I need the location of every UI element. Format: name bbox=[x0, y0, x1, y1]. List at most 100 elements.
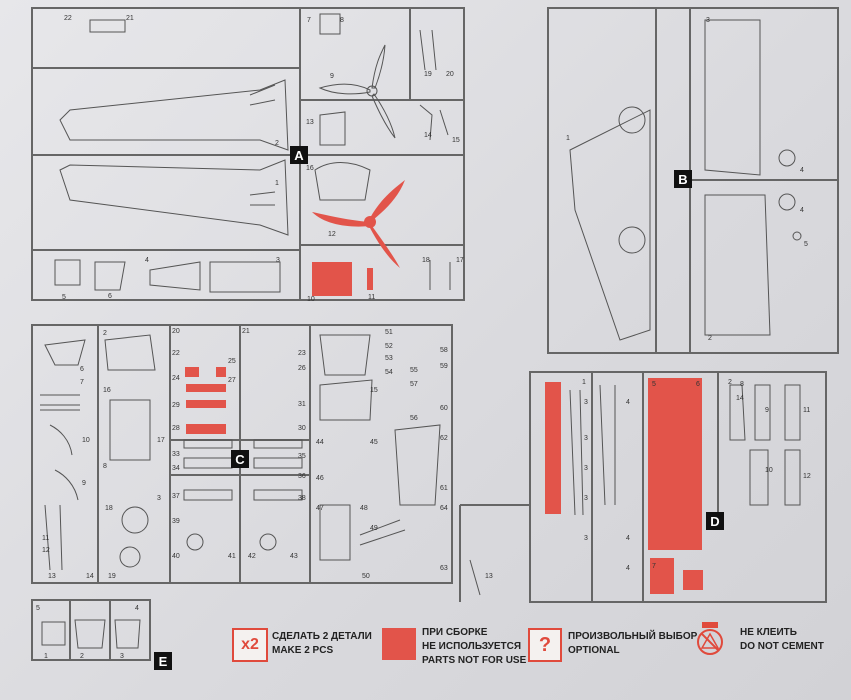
part-number: 45 bbox=[370, 439, 378, 446]
part-number: 13 bbox=[485, 573, 493, 580]
part-number: 40 bbox=[172, 553, 180, 560]
part-number: 5 bbox=[652, 381, 656, 388]
part-number: 15 bbox=[452, 137, 460, 144]
part-number: 11 bbox=[368, 294, 375, 301]
part-number: 2 bbox=[80, 653, 84, 660]
part-number: 14 bbox=[86, 573, 94, 580]
sprue-b-frame bbox=[547, 7, 839, 354]
part-number: 3 bbox=[157, 495, 161, 502]
part-number: 29 bbox=[172, 402, 180, 409]
part-number: 3 bbox=[584, 399, 588, 406]
part-number: 19 bbox=[424, 71, 432, 78]
part-number: 44 bbox=[316, 439, 324, 446]
part-number: 35 bbox=[298, 453, 306, 460]
sprue-a-misc bbox=[314, 13, 451, 290]
part-number: 33 bbox=[172, 451, 180, 458]
part-number: 12 bbox=[42, 547, 50, 554]
part-number: 61 bbox=[440, 485, 448, 492]
part-number: 17 bbox=[157, 437, 165, 444]
part-number: 38 bbox=[298, 495, 306, 502]
not-for-use-ru-2: НЕ ИСПОЛЬЗУЕТСЯ bbox=[422, 641, 522, 652]
fuselage-half-lower bbox=[59, 159, 289, 236]
part-number: 41 bbox=[228, 553, 236, 560]
not-for-use-swatch bbox=[382, 628, 416, 660]
part-number: 42 bbox=[248, 553, 256, 560]
sprue-d-label: D bbox=[706, 512, 724, 530]
part-number: 18 bbox=[105, 505, 113, 512]
part-number: 3 bbox=[584, 495, 588, 502]
part-number: 53 bbox=[385, 355, 393, 362]
part-number: 58 bbox=[440, 347, 448, 354]
part-number: 28 bbox=[172, 425, 180, 432]
part-number: 55 bbox=[410, 367, 418, 374]
part-number: 6 bbox=[80, 366, 84, 373]
part-number: 7 bbox=[80, 379, 84, 386]
part-number: 23 bbox=[298, 350, 306, 357]
part-number: 1 bbox=[275, 180, 279, 187]
part-number: 12 bbox=[803, 473, 811, 480]
part-number: 9 bbox=[82, 480, 86, 487]
part-number: 13 bbox=[306, 119, 314, 126]
part-number: 20 bbox=[446, 71, 454, 78]
make-two-symbol: x2 bbox=[232, 628, 268, 662]
part-number: 62 bbox=[440, 435, 448, 442]
sprue-a-label: A bbox=[290, 146, 308, 164]
part-number: 16 bbox=[103, 387, 111, 394]
sprue-a-small-parts bbox=[54, 19, 281, 293]
part-number: 63 bbox=[440, 565, 448, 572]
part-number: 51 bbox=[385, 329, 393, 336]
sprue-e-frame bbox=[31, 599, 151, 661]
part-number: 22 bbox=[64, 15, 72, 22]
optional-ru: ПРОИЗВОЛЬНЫЙ ВЫБОР bbox=[568, 631, 698, 642]
no-cement-en: DO NOT CEMENT bbox=[740, 641, 824, 652]
no-cement-ru: НЕ КЛЕИТЬ bbox=[740, 627, 797, 638]
part-number: 4 bbox=[626, 399, 630, 406]
propeller-outline bbox=[318, 44, 396, 139]
part-number: 14 bbox=[736, 395, 744, 402]
part-number: 1 bbox=[566, 135, 570, 142]
sprue-c-parts bbox=[40, 334, 441, 571]
part-number: 7 bbox=[307, 17, 311, 24]
part-number: 2 bbox=[275, 140, 279, 147]
part-number: 2 bbox=[728, 379, 732, 386]
part-number: 37 bbox=[172, 493, 180, 500]
part-number: 43 bbox=[290, 553, 298, 560]
red-propeller bbox=[312, 180, 405, 296]
part-number: 6 bbox=[108, 293, 112, 300]
legend-make-two: x2 СДЕЛАТЬ 2 ДЕТАЛИ MAKE 2 PCS bbox=[232, 628, 372, 662]
part-number: 12 bbox=[328, 231, 336, 238]
part-number: 36 bbox=[298, 473, 306, 480]
part-number: 52 bbox=[385, 343, 393, 350]
sprue-c-red-parts bbox=[185, 367, 226, 434]
part-number: 3 bbox=[584, 435, 588, 442]
part-number: 19 bbox=[108, 573, 116, 580]
part-number: 4 bbox=[135, 605, 139, 612]
part-number: 16 bbox=[306, 165, 314, 172]
part-number: 9 bbox=[765, 407, 769, 414]
part-number: 11 bbox=[803, 407, 810, 414]
part-number-labels: 22 21 7 8 9 19 20 2 13 14 15 16 1 12 4 3… bbox=[36, 15, 811, 660]
part-number: 4 bbox=[800, 207, 804, 214]
make-two-ru: СДЕЛАТЬ 2 ДЕТАЛИ bbox=[272, 631, 372, 642]
fuselage-half-upper bbox=[59, 79, 289, 151]
part-number: 9 bbox=[330, 73, 334, 80]
part-number: 25 bbox=[228, 358, 236, 365]
part-number: 10 bbox=[307, 296, 315, 303]
part-number: 49 bbox=[370, 525, 378, 532]
part-number: 4 bbox=[626, 565, 630, 572]
part-number: 4 bbox=[626, 535, 630, 542]
part-number: 34 bbox=[172, 465, 180, 472]
sprue-b-label: B bbox=[674, 170, 692, 188]
sprue-e-parts bbox=[41, 619, 141, 649]
part-number: 26 bbox=[298, 365, 306, 372]
part-number: 11 bbox=[42, 535, 49, 542]
legend-optional: ? ПРОИЗВОЛЬНЫЙ ВЫБОР OPTIONAL bbox=[528, 628, 697, 662]
part-number: 5 bbox=[804, 241, 808, 248]
sprue-d-red-parts bbox=[545, 378, 703, 594]
part-number: 18 bbox=[422, 257, 430, 264]
part-number: 3 bbox=[120, 653, 124, 660]
part-number: 3 bbox=[584, 535, 588, 542]
question-icon: ? bbox=[528, 628, 562, 662]
part-number: 10 bbox=[82, 437, 90, 444]
sprue-d-parts bbox=[469, 384, 801, 596]
